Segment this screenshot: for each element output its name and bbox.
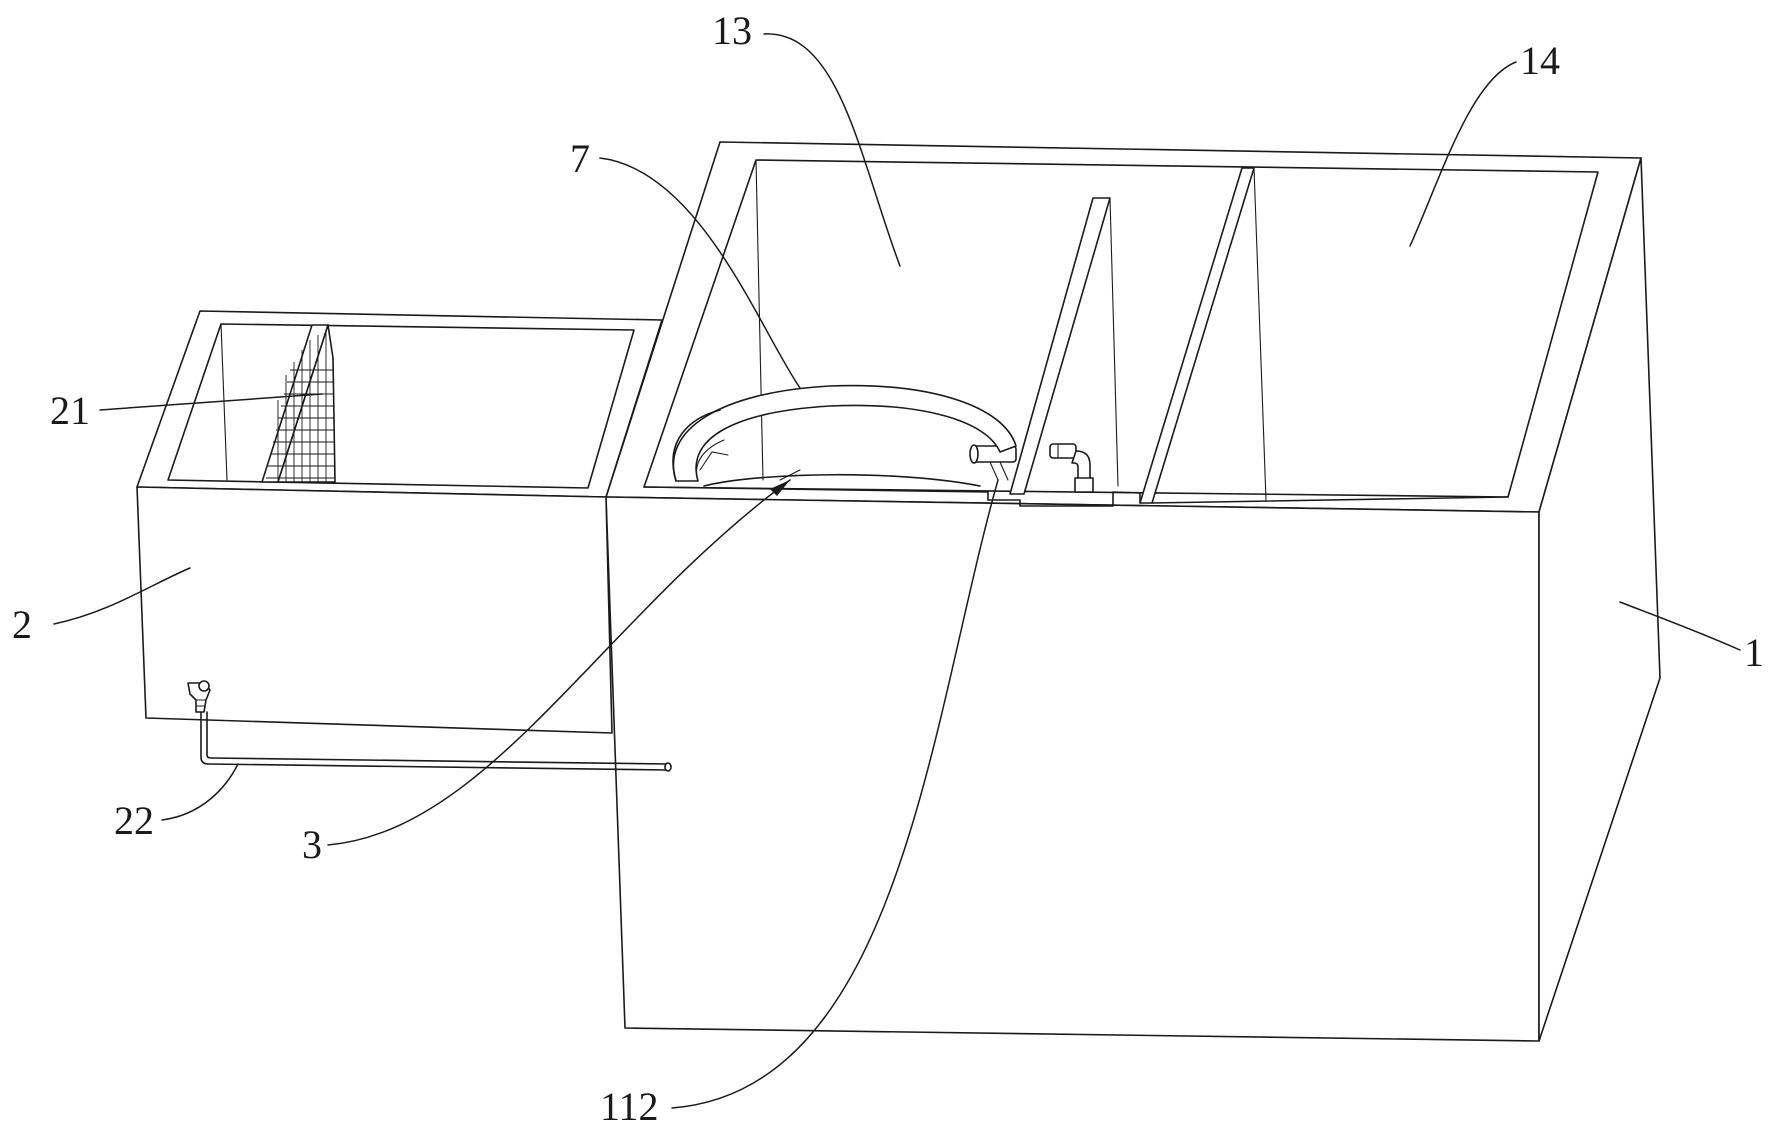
label-22: 22 xyxy=(114,798,154,843)
leader-7 xyxy=(599,157,801,389)
leader-14 xyxy=(1409,61,1517,247)
label-21: 21 xyxy=(50,388,90,433)
leader-21 xyxy=(99,393,323,411)
side-tank xyxy=(136,310,663,734)
label-14: 14 xyxy=(1520,38,1560,83)
label-13: 13 xyxy=(712,8,752,53)
inner-baffle xyxy=(1009,197,1111,495)
leader-lines xyxy=(53,33,1741,1109)
label-2: 2 xyxy=(12,602,32,647)
reference-labels: 13 14 7 21 2 1 22 3 112 xyxy=(12,8,1764,1129)
ring-component xyxy=(672,384,1017,487)
label-1: 1 xyxy=(1744,630,1764,675)
main-tank-front-face xyxy=(605,496,1540,1042)
label-112: 112 xyxy=(600,1084,659,1129)
leader-1 xyxy=(1619,601,1741,651)
label-7: 7 xyxy=(570,136,590,181)
leader-2 xyxy=(53,567,191,625)
elbow-pipe-fitting xyxy=(1049,443,1094,493)
main-tank xyxy=(605,141,1661,1042)
drain-pipe-22 xyxy=(187,680,672,772)
leader-112 xyxy=(671,479,999,1109)
leader-13 xyxy=(763,33,901,267)
side-tank-front-face xyxy=(136,486,613,734)
main-tank-right-face xyxy=(1538,157,1661,1042)
filter-mesh-21 xyxy=(261,324,336,483)
leader-3 xyxy=(327,479,791,846)
label-3: 3 xyxy=(302,822,322,867)
side-tank-inner-opening xyxy=(167,323,635,489)
leader-22 xyxy=(161,763,239,821)
main-tank-rim xyxy=(605,141,1642,513)
ring-outer xyxy=(672,384,1017,482)
